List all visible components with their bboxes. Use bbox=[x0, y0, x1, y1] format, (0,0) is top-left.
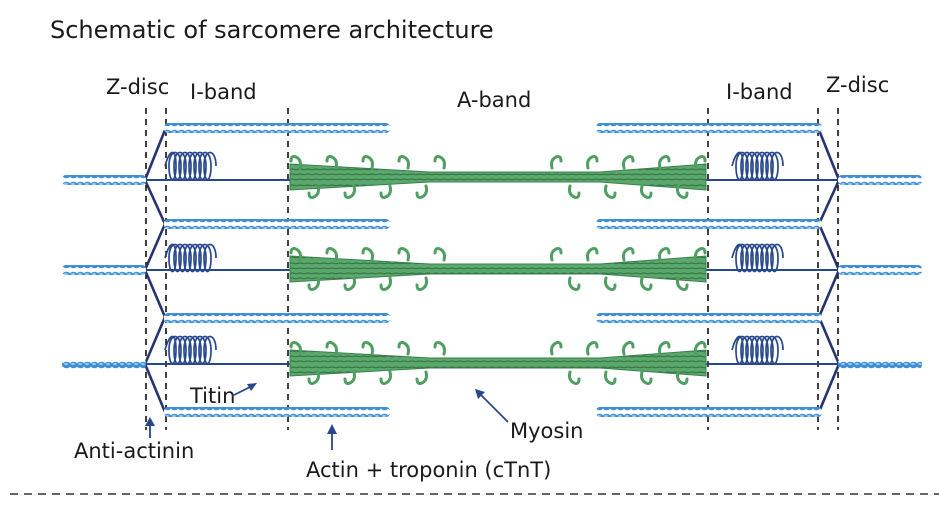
myosin-head bbox=[622, 341, 635, 356]
myosin-head bbox=[289, 247, 302, 262]
arrow-myosin-icon bbox=[475, 389, 509, 423]
myosin-head bbox=[658, 341, 671, 356]
myosin-head bbox=[415, 276, 428, 291]
myosin-head bbox=[343, 276, 356, 291]
myosin-head bbox=[361, 247, 374, 262]
myosin-head bbox=[361, 155, 374, 170]
label-anti-actinin: Anti-actinin bbox=[74, 439, 195, 463]
myosin-head bbox=[550, 247, 563, 262]
label-myosin: Myosin bbox=[510, 419, 584, 443]
myosin-head bbox=[433, 341, 446, 356]
label-i-band-right: I-band bbox=[726, 80, 793, 104]
label-actin-troponin: Actin + troponin (cTnT) bbox=[306, 458, 552, 482]
label-z-disc-right: Z-disc bbox=[826, 73, 890, 97]
myosin-head bbox=[586, 155, 599, 170]
myosin-head bbox=[307, 370, 320, 385]
myosin-head bbox=[325, 247, 338, 262]
myosin-filament-3 bbox=[289, 349, 707, 377]
myosin-head bbox=[433, 247, 446, 262]
myosin-head bbox=[568, 184, 581, 199]
myosin-head bbox=[694, 341, 707, 356]
myosin-head bbox=[604, 276, 617, 291]
myosin-head bbox=[550, 341, 563, 356]
myosin-head bbox=[640, 276, 653, 291]
myosin-head bbox=[586, 341, 599, 356]
myosin-head bbox=[694, 155, 707, 170]
myosin-head bbox=[676, 370, 689, 385]
myosin-head bbox=[415, 370, 428, 385]
actin-outer-stubs bbox=[62, 175, 922, 369]
myosin-filament-1 bbox=[289, 163, 707, 191]
myosin-head bbox=[604, 184, 617, 199]
myosin-head bbox=[289, 341, 302, 356]
myosin-head bbox=[343, 370, 356, 385]
myosin-heads bbox=[289, 155, 707, 385]
myosin-head bbox=[568, 370, 581, 385]
myosin-head bbox=[325, 155, 338, 170]
myosin-head bbox=[568, 276, 581, 291]
band-boundaries bbox=[145, 108, 839, 430]
myosin-head bbox=[343, 184, 356, 199]
arrow-actin-icon bbox=[327, 424, 337, 450]
myosin-head bbox=[658, 155, 671, 170]
myosin-head bbox=[325, 341, 338, 356]
myosin-head bbox=[307, 276, 320, 291]
myosin-head bbox=[586, 247, 599, 262]
myosin-head bbox=[307, 184, 320, 199]
myosin-head bbox=[604, 370, 617, 385]
myosin-head bbox=[640, 370, 653, 385]
myosin-head bbox=[379, 184, 392, 199]
myosin-head bbox=[397, 247, 410, 262]
myosin-head bbox=[415, 184, 428, 199]
myosin-head bbox=[658, 247, 671, 262]
myosin-head bbox=[289, 155, 302, 170]
arrow-anti-actinin-icon bbox=[145, 417, 155, 438]
label-z-disc-left: Z-disc bbox=[106, 75, 170, 99]
arrow-titin-icon bbox=[231, 383, 257, 397]
label-i-band-left: I-band bbox=[190, 80, 257, 104]
myosin-head bbox=[397, 155, 410, 170]
myosin-head bbox=[397, 341, 410, 356]
myosin-head bbox=[694, 247, 707, 262]
myosin-head bbox=[379, 276, 392, 291]
label-a-band: A-band bbox=[457, 88, 532, 112]
myosin-head bbox=[361, 341, 374, 356]
myosin-head bbox=[379, 370, 392, 385]
myosin-head bbox=[640, 184, 653, 199]
myosin-head bbox=[550, 155, 563, 170]
myosin-filaments bbox=[289, 163, 707, 377]
myosin-head bbox=[433, 155, 446, 170]
myosin-filament-2 bbox=[289, 255, 707, 283]
myosin-head bbox=[622, 247, 635, 262]
myosin-head bbox=[676, 184, 689, 199]
label-titin: Titin bbox=[190, 384, 236, 408]
myosin-head bbox=[676, 276, 689, 291]
myosin-head bbox=[622, 155, 635, 170]
page-title: Schematic of sarcomere architecture bbox=[50, 16, 494, 44]
